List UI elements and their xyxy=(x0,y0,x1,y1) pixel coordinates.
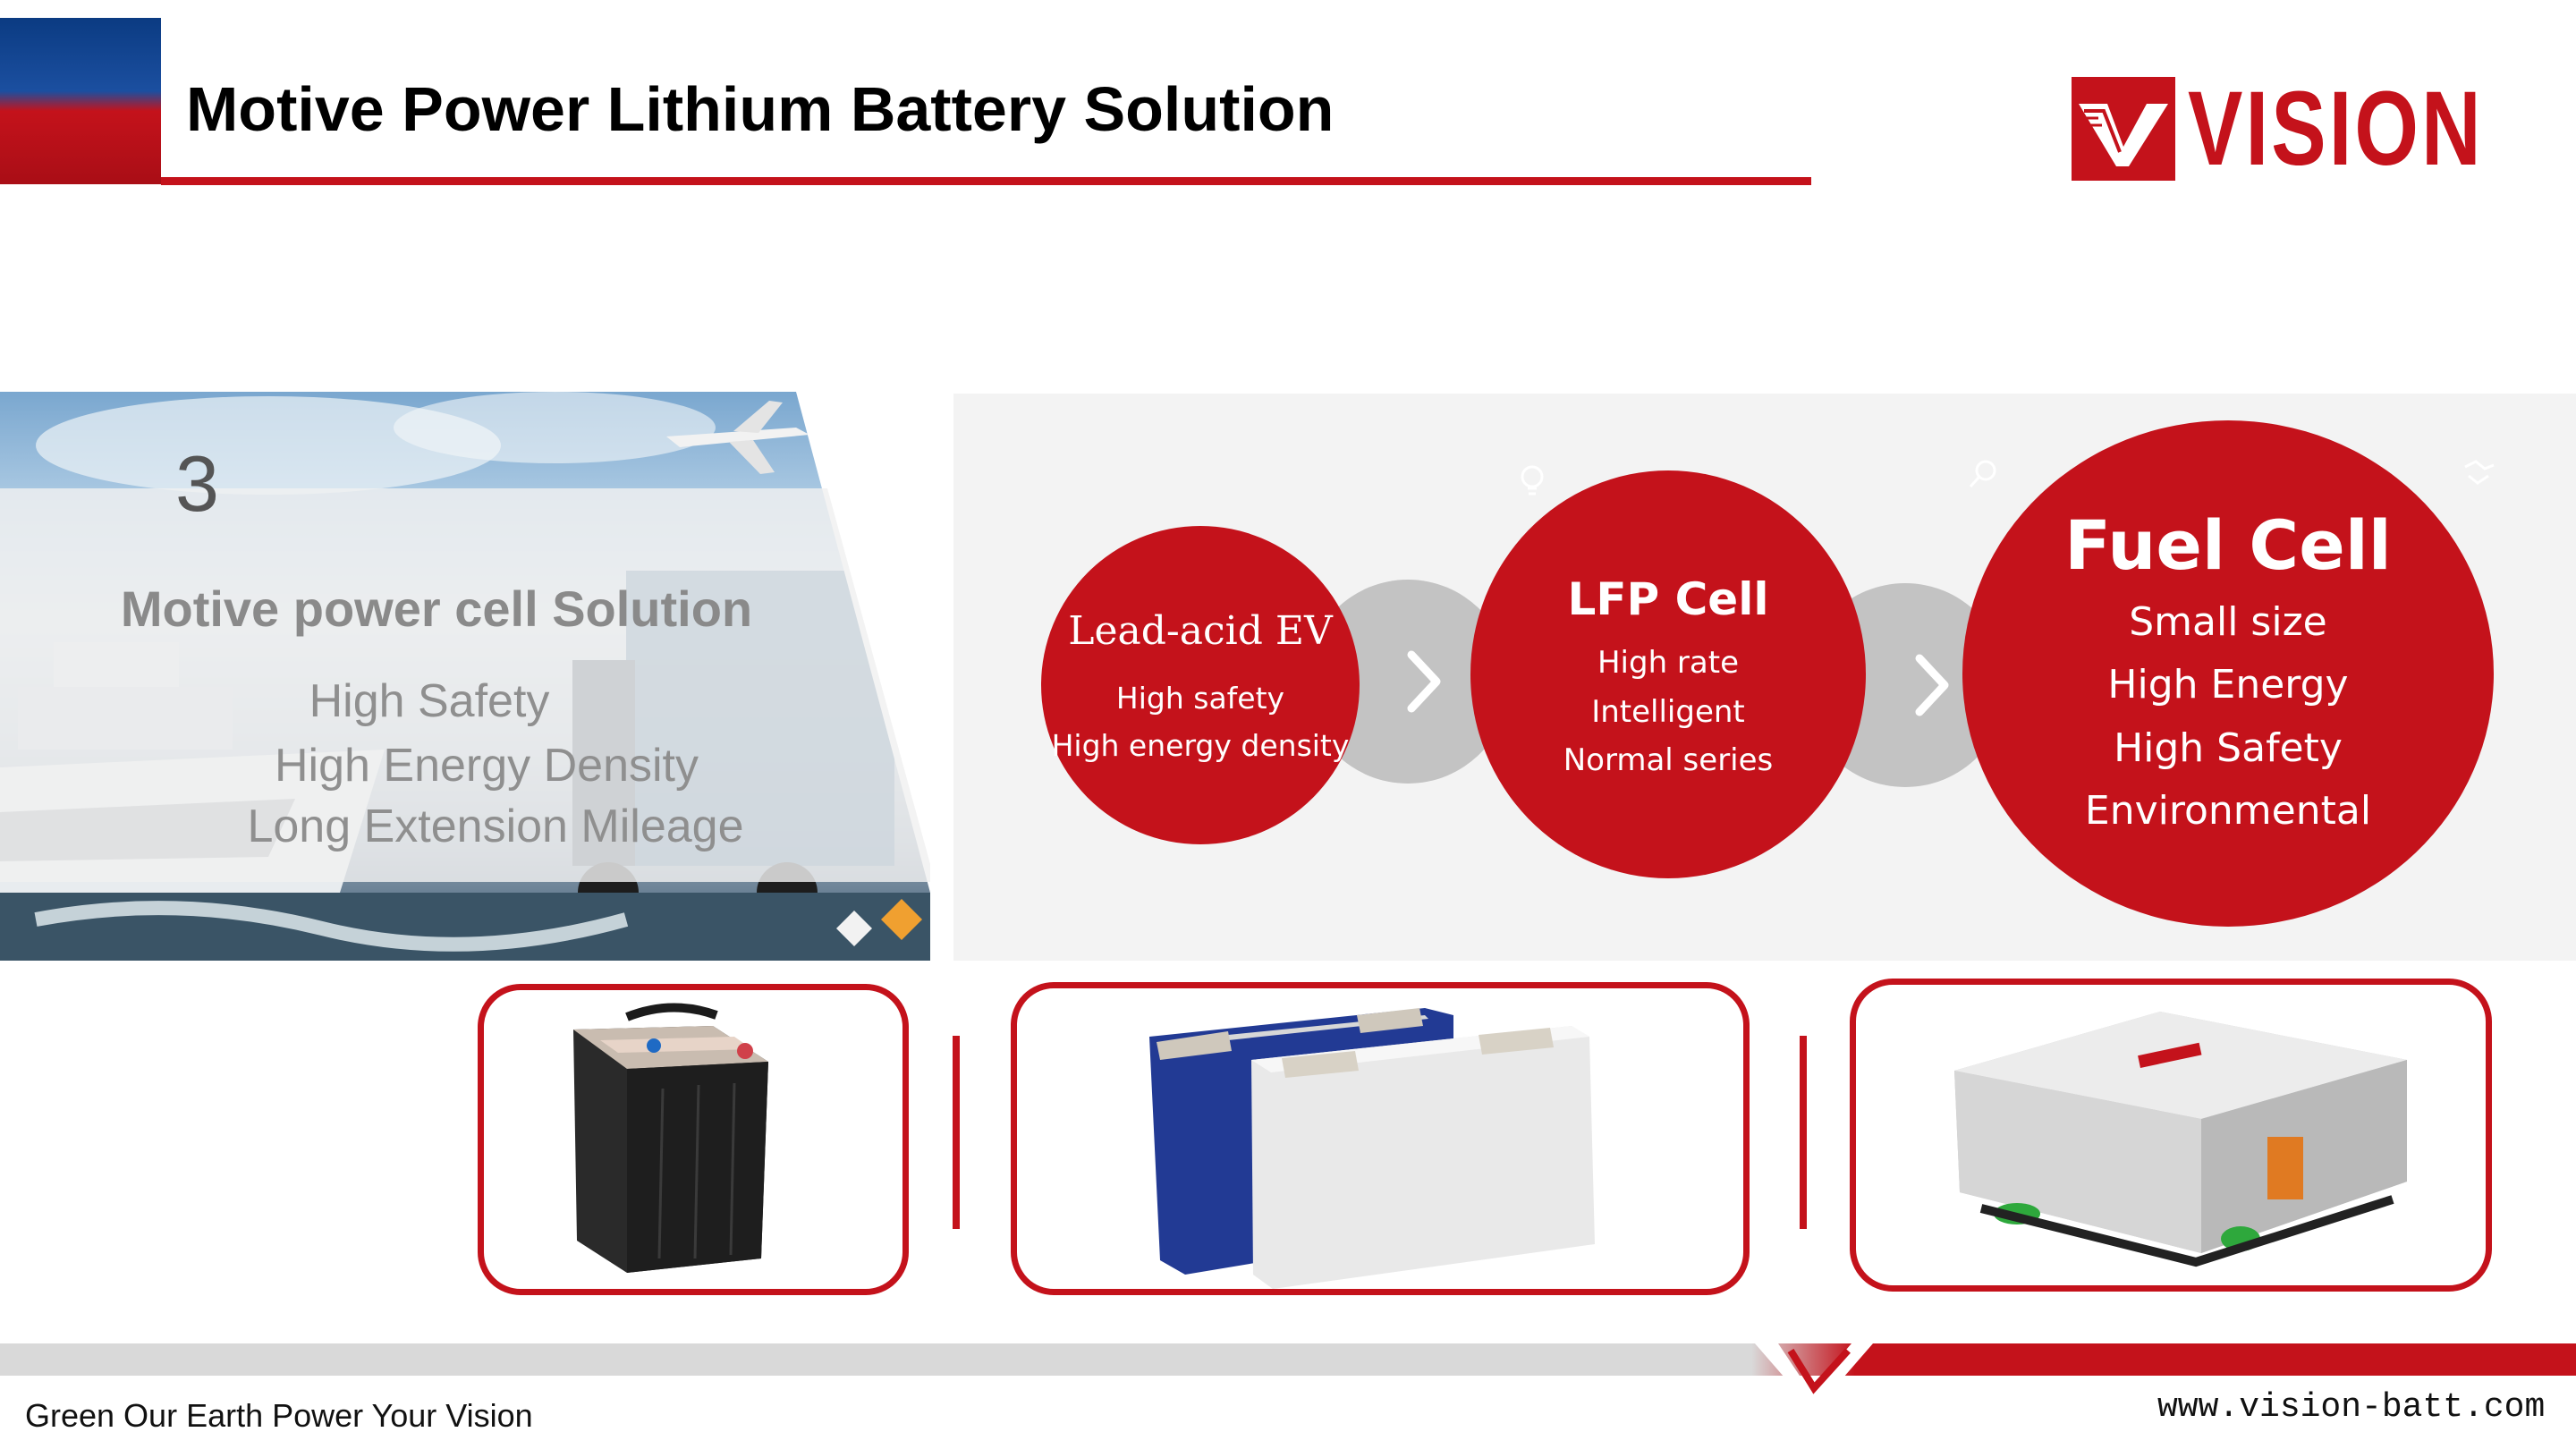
lightbulb-icon xyxy=(1521,465,1544,496)
product-frame-lfp xyxy=(1011,982,1750,1295)
panel-heading: Motive power cell Solution xyxy=(120,580,753,637)
product-divider xyxy=(953,1036,960,1229)
photo-panel xyxy=(0,392,930,961)
stage-feature: High Energy xyxy=(2107,662,2349,708)
product-frame-lead-acid xyxy=(478,984,909,1295)
stage-feature: Small size xyxy=(2129,598,2327,645)
section-number: 3 xyxy=(175,439,219,528)
product-frame-fuel-cell xyxy=(1850,979,2492,1292)
magnifier-icon xyxy=(1969,460,1996,488)
page-title: Motive Power Lithium Battery Solution xyxy=(186,74,1335,144)
chevron-right-icon xyxy=(1407,650,1441,713)
stage-title: LFP Cell xyxy=(1567,573,1769,626)
stage-feature: High energy density xyxy=(1051,728,1350,764)
stage-title: Lead-acid EV xyxy=(1068,608,1333,654)
footer-v-mark-icon xyxy=(1755,1343,1873,1411)
stage-bubble-lfp: LFP Cell High rate Intelligent Normal se… xyxy=(1470,470,1866,878)
chevron-right-icon xyxy=(1915,654,1949,716)
lfp-cell-image xyxy=(1149,1008,1595,1289)
stage-bubble-fuel-cell: Fuel Cell Small size High Energy High Sa… xyxy=(1962,420,2494,927)
title-underline xyxy=(161,177,1811,185)
handshake-icon xyxy=(2464,460,2495,485)
product-divider xyxy=(1800,1036,1807,1229)
footer-slogan: Green Our Earth Power Your Vision xyxy=(25,1397,533,1434)
feature-high-safety: High Safety xyxy=(309,675,550,727)
fuel-cell-module-image xyxy=(1954,1012,2407,1267)
stage-feature: High rate xyxy=(1597,645,1739,682)
feature-long-extension-mileage: Long Extension Mileage xyxy=(247,801,744,852)
vision-v-logo-icon xyxy=(2072,77,2175,181)
feature-high-energy-density: High Energy Density xyxy=(275,740,699,792)
footer-band xyxy=(0,1343,2576,1376)
brand-name: VISION xyxy=(2188,70,2484,188)
corner-accent-block xyxy=(0,18,161,184)
footer-website-url[interactable]: www.vision-batt.com xyxy=(2157,1388,2546,1427)
stage-feature: Normal series xyxy=(1563,742,1774,779)
stage-feature: High Safety xyxy=(2114,724,2343,771)
stage-title: Fuel Cell xyxy=(2064,504,2392,585)
stage-feature: Intelligent xyxy=(1591,693,1745,730)
stage-feature: Environmental xyxy=(2084,787,2372,834)
lead-acid-battery-image xyxy=(573,1003,768,1273)
stage-bubble-lead-acid: Lead-acid EV High safety High energy den… xyxy=(1041,526,1360,844)
vision-logo: VISION xyxy=(2072,70,2567,188)
stage-feature: High safety xyxy=(1115,681,1285,716)
photo-text-overlay xyxy=(0,488,930,882)
